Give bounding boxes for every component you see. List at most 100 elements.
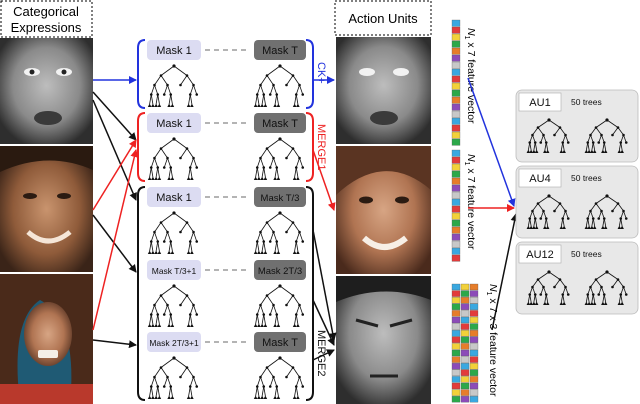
vector-cell xyxy=(469,369,479,376)
tree-icon xyxy=(147,211,199,254)
vector-cell xyxy=(451,124,461,132)
vector-cell xyxy=(460,369,470,376)
au-tree-count: 50 trees xyxy=(571,97,602,107)
tree-icon xyxy=(147,137,199,180)
vector-cell xyxy=(451,96,461,104)
feature-vectors xyxy=(451,19,479,403)
vector-cell xyxy=(460,297,470,304)
vector-cell xyxy=(469,336,479,343)
vector-cell xyxy=(460,349,470,357)
header-action-units: Action Units xyxy=(334,0,432,36)
vector-cell xyxy=(451,233,461,241)
vector-cell xyxy=(460,356,470,363)
au-face-3-hair xyxy=(336,276,431,302)
vector-cell xyxy=(451,103,461,111)
vector-cell xyxy=(460,303,470,310)
vector-cell xyxy=(460,363,470,370)
action-unit-face-images xyxy=(336,37,431,404)
au-label-box xyxy=(518,92,562,112)
vector-cell xyxy=(451,75,461,83)
vector-cell xyxy=(451,290,461,297)
feature-vector-label-2: N1 x 7 feature vector xyxy=(463,154,477,250)
ck-bracket xyxy=(137,39,146,109)
mask-label-last: Mask T xyxy=(262,45,298,57)
arrow-face1-merge1 xyxy=(92,91,137,141)
au-face-2-hair xyxy=(336,146,431,195)
vector-cell xyxy=(469,376,479,383)
vector-cell xyxy=(469,356,479,363)
fv1-rest: x 7 feature vector xyxy=(465,40,477,125)
vector-cell xyxy=(460,376,470,383)
face-3-hair xyxy=(0,274,93,404)
vector-cell xyxy=(451,356,461,363)
vector-cell xyxy=(460,396,470,403)
vector-cell xyxy=(451,212,461,220)
au-face-3-brow-right xyxy=(389,318,413,328)
face-2-hair xyxy=(0,146,93,172)
feature-vector-label-3: N1 x 7 x 3 feature vector xyxy=(485,284,499,397)
vector-cell xyxy=(469,363,479,370)
au-label: AU12 xyxy=(526,249,554,261)
au-forest-panel: AU1 50 trees xyxy=(515,89,639,163)
fv2-sub: 1 xyxy=(463,162,470,166)
au-tree-count: 50 trees xyxy=(571,173,602,183)
vector-cell xyxy=(451,138,461,146)
face-2-eye-left xyxy=(23,193,37,199)
header-left-line1: Categorical xyxy=(13,4,79,19)
mask-box-first xyxy=(147,40,201,60)
vector-cell xyxy=(451,330,461,337)
arrow-merge1-auface2 xyxy=(312,149,336,211)
vector-cell xyxy=(451,336,461,343)
vector-to-forest-arrows xyxy=(467,77,519,331)
ck-label: CK+ xyxy=(315,62,327,84)
vector-cell xyxy=(460,310,470,317)
au-label: AU1 xyxy=(529,97,550,109)
vector-cell xyxy=(451,297,461,304)
face-1-pupil-left xyxy=(29,69,35,75)
mask-label-last: Mask T/3 xyxy=(261,193,300,204)
vector-cell xyxy=(451,369,461,376)
mask-box-first xyxy=(147,187,201,207)
arrow-face2-merge2a xyxy=(92,214,137,273)
vector-cell xyxy=(469,297,479,304)
face-1-mouth xyxy=(34,111,62,125)
vector-cell xyxy=(469,382,479,390)
face-image-2 xyxy=(0,146,93,272)
vector-cell xyxy=(451,363,461,370)
au-label-box xyxy=(518,244,562,264)
face-3-shoulder xyxy=(0,384,93,404)
vector-cell xyxy=(451,47,461,55)
mask-label-first: Mask 2T/3+1 xyxy=(149,338,199,348)
vector-cell xyxy=(451,26,461,34)
fv1-sub: 1 xyxy=(463,36,470,40)
ck-bracket-right xyxy=(305,39,314,109)
au-label: AU4 xyxy=(529,173,550,185)
tree-icon xyxy=(253,284,305,327)
expression-face-images xyxy=(0,38,93,404)
mask-label-last: Mask T xyxy=(262,337,298,349)
tree-icon xyxy=(526,270,570,305)
arrow-vector3-forest xyxy=(491,213,519,331)
arrow-merge2c-auface3 xyxy=(312,349,335,361)
vector-cell xyxy=(451,170,461,178)
vector-cell xyxy=(451,240,461,248)
vector-cell xyxy=(451,254,461,262)
header-left-line2: Expressions xyxy=(11,20,82,35)
tree-icon xyxy=(584,118,628,153)
mask-box-last xyxy=(254,260,306,280)
vector-cell xyxy=(451,349,461,357)
face-2-smile xyxy=(26,230,72,244)
vector-cell xyxy=(451,68,461,76)
vector-cell xyxy=(469,310,479,317)
vector-cell xyxy=(460,316,470,324)
arrow-face1-merge2 xyxy=(92,99,137,201)
mask-row: Mask 2T/3+1 Mask T xyxy=(147,332,306,399)
vector-cell xyxy=(451,247,461,255)
mask-box-last xyxy=(254,187,306,207)
fv3-sub: 1 xyxy=(485,292,492,296)
